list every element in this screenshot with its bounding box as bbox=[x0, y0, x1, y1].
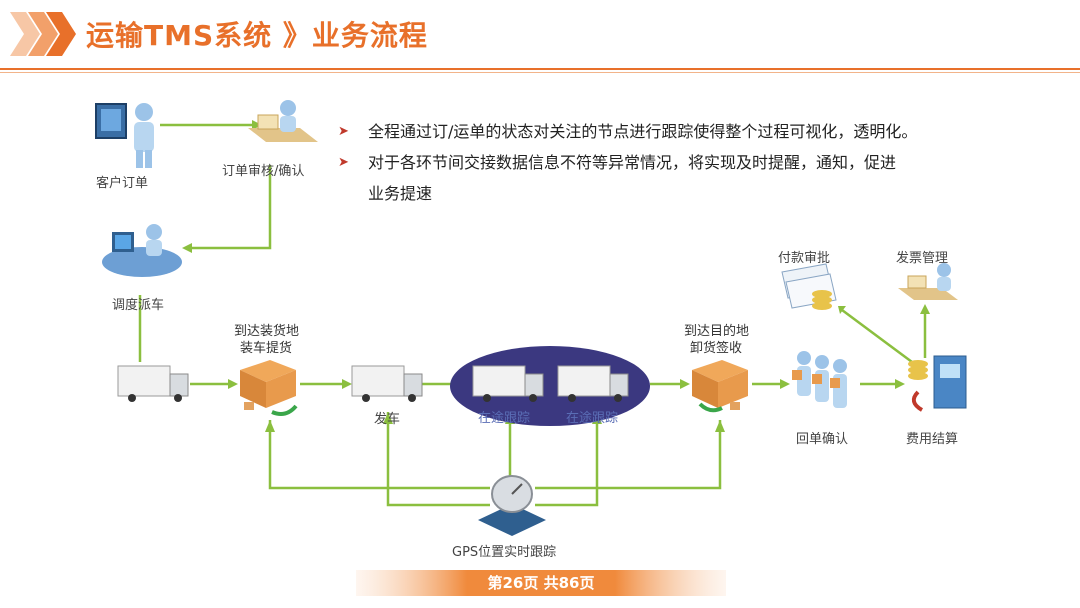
node-label-customer-order: 客户订单 bbox=[96, 176, 149, 191]
satellite-dish-icon bbox=[478, 475, 546, 536]
node-label-payment-approval: 付款审批 bbox=[778, 251, 831, 266]
loading-box-icon bbox=[692, 360, 748, 413]
page-title: 运输TMS系统 》业务流程 bbox=[86, 19, 428, 52]
documents-coins-icon bbox=[781, 263, 837, 310]
node-label-unload-sign: 卸货签收 bbox=[690, 341, 743, 356]
node-label-in-transit: 在途跟踪 bbox=[566, 411, 619, 426]
node-label-cost-settlement: 费用结算 bbox=[906, 432, 959, 447]
chevron-arrows-icon bbox=[10, 12, 76, 56]
footer-bar bbox=[356, 570, 726, 596]
node-label-receipt-confirm: 回单确认 bbox=[796, 432, 849, 447]
bullet-text: 业务提速 bbox=[368, 184, 433, 203]
truck-icon bbox=[557, 365, 629, 402]
bullet-item: 业务提速 bbox=[338, 178, 988, 209]
description-bullets: ➤ 全程通过订/运单的状态对关注的节点进行跟踪使得整个过程可视化，透明化。 ➤ … bbox=[338, 116, 988, 209]
truck-icon bbox=[472, 365, 544, 402]
atm-coins-icon bbox=[908, 355, 967, 412]
header: 运输TMS系统 》业务流程 bbox=[0, 0, 1080, 73]
bullet-text: 对于各环节间交接数据信息不符等异常情况，将实现及时提醒，通知，促进 bbox=[368, 153, 897, 172]
bullet-text: 全程通过订/运单的状态对关注的节点进行跟踪使得整个过程可视化，透明化。 bbox=[368, 122, 918, 141]
people-group-icon bbox=[792, 351, 847, 408]
node-label-load-pickup: 装车提货 bbox=[240, 341, 293, 356]
dispatcher-icon bbox=[102, 224, 182, 277]
truck-icon bbox=[117, 365, 189, 402]
bullet-item: ➤ 对于各环节间交接数据信息不符等异常情况，将实现及时提醒，通知，促进 bbox=[338, 147, 988, 178]
loading-box-icon bbox=[240, 360, 298, 416]
node-label-gps: GPS位置实时跟踪 bbox=[452, 545, 557, 560]
flow-lines bbox=[138, 120, 930, 507]
page-number: 第26页 共86页 bbox=[487, 574, 595, 592]
node-label-dispatch: 调度派车 bbox=[112, 298, 165, 313]
node-label-order-review: 订单审核/确认 bbox=[222, 164, 305, 179]
header-divider bbox=[0, 68, 1080, 70]
node-label-arrive-load: 到达装货地 bbox=[234, 324, 300, 339]
desk-user-icon bbox=[898, 263, 958, 300]
node-label-in-transit: 在途跟踪 bbox=[478, 411, 531, 426]
truck-icon bbox=[351, 365, 423, 402]
bullet-item: ➤ 全程通过订/运单的状态对关注的节点进行跟踪使得整个过程可视化，透明化。 bbox=[338, 116, 988, 147]
node-label-invoice-mgmt: 发票管理 bbox=[896, 251, 949, 266]
node-label-depart: 发车 bbox=[374, 412, 401, 427]
computer-user-icon bbox=[95, 103, 154, 168]
bullet-arrow-icon: ➤ bbox=[338, 124, 349, 139]
header-divider-thin bbox=[0, 72, 1080, 73]
desk-user-icon bbox=[248, 100, 318, 142]
bullet-arrow-icon: ➤ bbox=[338, 155, 349, 170]
node-label-arrive-dest: 到达目的地 bbox=[684, 324, 750, 339]
